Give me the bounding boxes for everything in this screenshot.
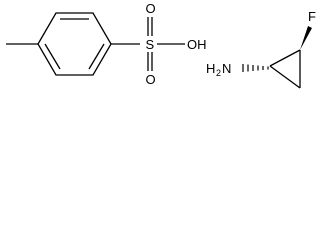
- fluorocyclopropylamine-molecule: F H 2 N: [206, 9, 316, 89]
- ring-double-bond-3: [44, 43, 61, 70]
- oxygen-bottom-label: O: [146, 72, 156, 87]
- amine-h-label: H: [206, 61, 215, 76]
- structure-canvas: S O O OH F H 2 N: [0, 0, 324, 107]
- benzene-ring: [37, 12, 112, 76]
- hydroxyl-label: OH: [187, 37, 207, 52]
- tosyl-acid-molecule: S O O OH: [6, 1, 207, 87]
- ring-bond-bottom: [269, 65, 301, 89]
- fluorine-label: F: [308, 9, 316, 24]
- ring-double-bond-2: [88, 43, 105, 70]
- sulfur-label: S: [146, 37, 155, 52]
- amine-n-label: N: [222, 61, 231, 76]
- ring-bond-top: [269, 49, 301, 67]
- chemical-structure-drawing: S O O OH F H 2 N: [6, 1, 316, 89]
- amine-hashed-bond: [242, 64, 269, 72]
- amine-subscript-2: 2: [216, 68, 221, 78]
- oxygen-top-label: O: [146, 1, 156, 16]
- fluorine-wedge-bond: [300, 26, 312, 50]
